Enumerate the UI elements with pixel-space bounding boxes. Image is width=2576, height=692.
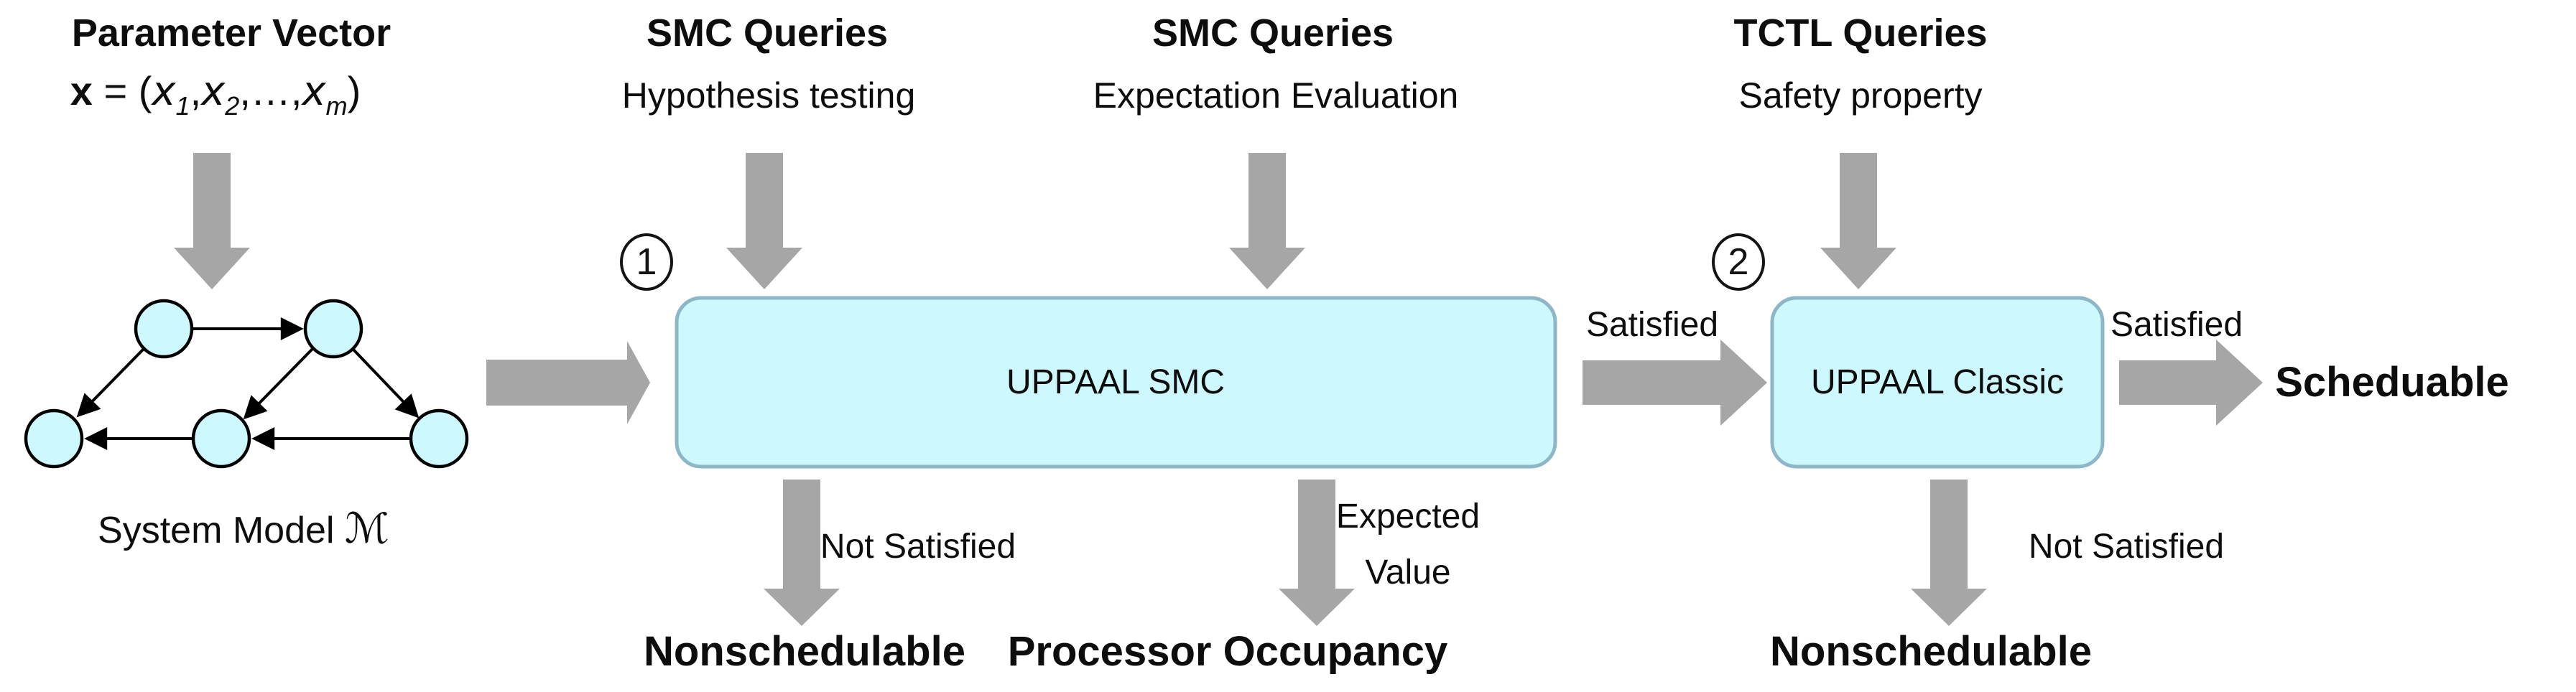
system-model-text: System Model: [98, 510, 345, 551]
smc-queries-1-subtitle: Hypothesis testing: [621, 75, 916, 116]
not-satisfied-label-1: Not Satisfied: [820, 528, 1016, 566]
down-arrow-smc-queries-1: [726, 153, 802, 289]
parameter-vector-title: Parameter Vector: [71, 11, 392, 55]
satisfied-label-1: Satisfied: [1585, 306, 1719, 344]
graph-node: [24, 408, 84, 469]
formula-sub-2: 2: [225, 91, 240, 121]
formula-sub-m: m: [325, 91, 348, 121]
expected-value-line2: Value: [1365, 553, 1451, 592]
formula-sub-1: 1: [175, 91, 190, 121]
edge-b-d: [243, 347, 315, 420]
formula-open-paren: (: [138, 68, 152, 113]
formula-comma: ,: [190, 68, 202, 113]
graph-node: [191, 408, 251, 469]
right-arrow-satisfied-1: [1583, 340, 1767, 426]
formula-vector-x: x: [70, 68, 93, 113]
graph-node: [303, 299, 363, 359]
tctl-queries-subtitle: Safety property: [1738, 75, 1983, 116]
uppaal-classic-box: [1770, 296, 2105, 469]
not-satisfied-label-2: Not Satisfied: [2028, 528, 2225, 566]
smc-queries-2-subtitle: Expectation Evaluation: [1093, 75, 1459, 116]
uppaal-smc-label: UPPAAL SMC: [1006, 363, 1226, 401]
tctl-queries-title: TCTL Queries: [1733, 11, 1988, 55]
down-arrow-parameter-vector: [174, 153, 250, 289]
nonschedulable-outcome-2: Nonschedulable: [1770, 628, 2092, 675]
formula-x2: x: [201, 68, 226, 115]
system-model-edges: [76, 317, 420, 450]
graph-node: [409, 408, 469, 469]
down-arrow-expected-value: [1279, 480, 1355, 626]
system-model-nodes: [24, 299, 469, 469]
formula-equals: =: [92, 68, 139, 113]
right-arrow-satisfied-2: [2119, 340, 2263, 426]
expected-value-line1: Expected: [1335, 497, 1481, 536]
step-2-number: 2: [1728, 241, 1749, 283]
down-arrow-smc-queries-2: [1229, 153, 1305, 289]
graph-node: [134, 299, 194, 359]
uppaal-classic-label: UPPAAL Classic: [1810, 363, 2065, 401]
formula-x1: x: [152, 68, 176, 115]
smc-queries-1-title: SMC Queries: [646, 11, 889, 55]
formula-dots: ,…,: [239, 68, 302, 113]
right-arrow-model-to-smc: [486, 341, 650, 424]
processor-occupancy-outcome: Processor Occupancy: [1007, 628, 1448, 675]
formula-xm: x: [302, 68, 326, 115]
down-arrow-not-satisfied-1: [764, 480, 840, 626]
parameter-vector-formula: x = (x1,x2,…,xm): [70, 69, 361, 128]
satisfied-label-2: Satisfied: [2110, 306, 2243, 344]
system-model-label: System Model ℳ: [98, 507, 389, 552]
edge-b-e: [351, 347, 420, 419]
formula-close-paren: ): [347, 68, 361, 113]
down-arrow-not-satisfied-2: [1911, 480, 1987, 626]
nonschedulable-outcome-1: Nonschedulable: [644, 628, 965, 675]
edge-a-c: [76, 347, 145, 418]
down-arrow-tctl-queries: [1820, 153, 1896, 289]
uppaal-smc-box: [675, 296, 1557, 469]
smc-queries-2-title: SMC Queries: [1152, 11, 1394, 55]
script-m-symbol: ℳ: [344, 504, 389, 553]
step-1-number: 1: [636, 241, 657, 283]
step-2-badge: 2: [1712, 233, 1765, 291]
schedulable-outcome: Scheduable: [2275, 359, 2509, 406]
step-1-badge: 1: [620, 233, 673, 291]
